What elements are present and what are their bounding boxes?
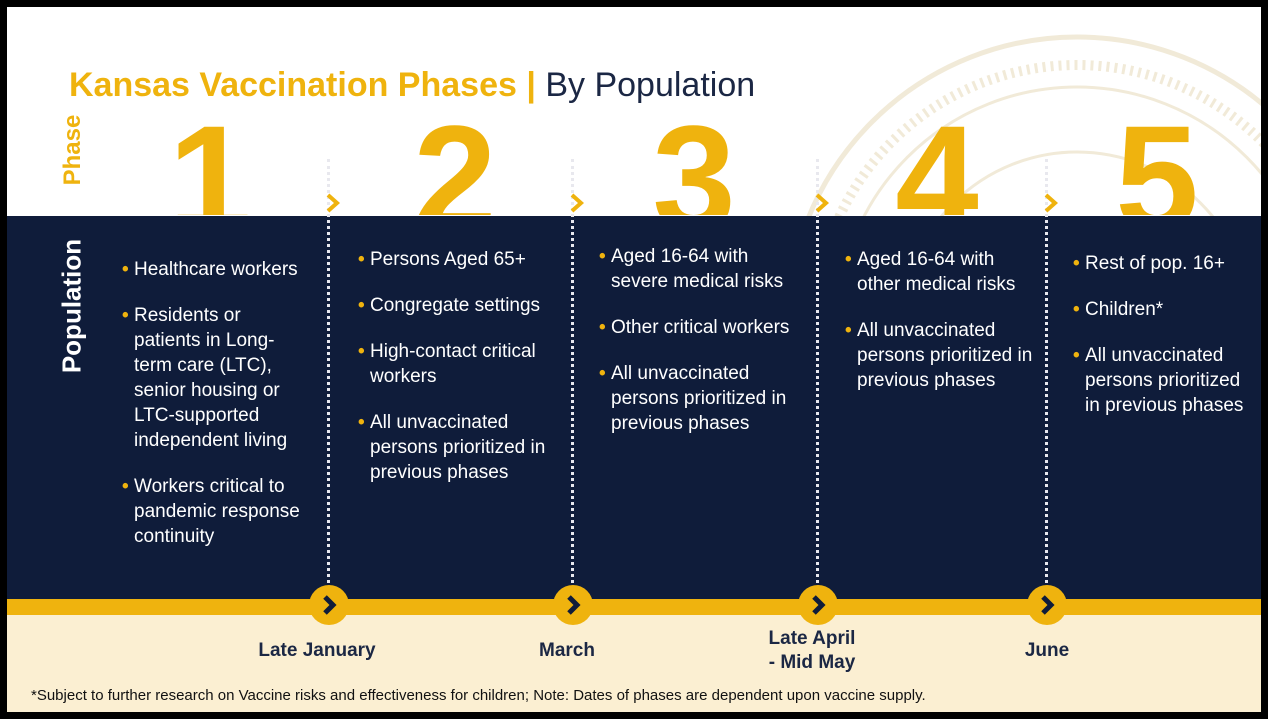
title-main: Kansas Vaccination Phases bbox=[69, 66, 517, 104]
timeline-marker-4 bbox=[1027, 585, 1067, 625]
population-label-text: Population bbox=[56, 238, 87, 374]
phase-number-1: 1 bbox=[168, 103, 252, 215]
timeline-marker-3 bbox=[798, 585, 838, 625]
phase-1-population: •Healthcare workers •Residents or patien… bbox=[122, 257, 312, 570]
phase-2-population: •Persons Aged 65+ •Congregate settings •… bbox=[358, 247, 558, 506]
title-separator: | bbox=[526, 66, 536, 104]
timeline-marker-1 bbox=[309, 585, 349, 625]
title-sub: By Population bbox=[545, 66, 756, 104]
list-item: •Rest of pop. 16+ bbox=[1073, 253, 1225, 274]
population-panel bbox=[7, 216, 1261, 599]
phase-divider-2 bbox=[571, 159, 574, 595]
chevron-right-icon bbox=[567, 595, 581, 615]
phase-label-text: Phase bbox=[59, 114, 86, 186]
list-item: •All unvaccinated persons prioritized in… bbox=[599, 363, 787, 434]
phase-5-population: •Rest of pop. 16+ •Children* •All unvacc… bbox=[1073, 251, 1253, 439]
chevron-right-icon bbox=[815, 193, 830, 213]
phase-number-4: 4 bbox=[895, 103, 979, 215]
date-late-january: Late January bbox=[258, 640, 376, 661]
phase-4-population: •Aged 16-64 with other medical risks •Al… bbox=[845, 247, 1035, 414]
list-item: •All unvaccinated persons prioritized in… bbox=[1073, 345, 1244, 416]
list-item: •Other critical workers bbox=[599, 317, 790, 338]
page-title: Kansas Vaccination Phases | By Populatio… bbox=[69, 65, 755, 105]
list-item: •High-contact critical workers bbox=[358, 341, 536, 387]
date-march: March bbox=[539, 640, 595, 661]
phase-number-2: 2 bbox=[413, 103, 497, 215]
list-item: •Children* bbox=[1073, 299, 1164, 320]
list-item: •Workers critical to pandemic response c… bbox=[122, 476, 300, 547]
list-item: •All unvaccinated persons prioritized in… bbox=[358, 412, 546, 483]
infographic: Kansas Vaccination Phases | By Populatio… bbox=[7, 7, 1261, 712]
date-june: June bbox=[1024, 640, 1070, 661]
list-item: •Residents or patients in Long-term care… bbox=[122, 305, 288, 451]
list-item: •Aged 16-64 with other medical risks bbox=[845, 249, 1016, 295]
chevron-right-icon bbox=[812, 595, 826, 615]
chevron-right-icon bbox=[1041, 595, 1055, 615]
list-item: •Persons Aged 65+ bbox=[358, 249, 526, 270]
phase-divider-4 bbox=[1045, 159, 1048, 595]
phase-number-3: 3 bbox=[652, 103, 736, 215]
timeline-bar bbox=[7, 599, 1261, 615]
chevron-right-icon bbox=[326, 193, 341, 213]
timeline-marker-2 bbox=[553, 585, 593, 625]
footnote: *Subject to further research on Vaccine … bbox=[31, 687, 926, 704]
phase-number-5: 5 bbox=[1115, 103, 1199, 215]
list-item: •Aged 16-64 with severe medical risks bbox=[599, 246, 784, 292]
phase-divider-1 bbox=[327, 159, 330, 595]
phase-3-population: •Aged 16-64 with severe medical risks •O… bbox=[599, 244, 804, 457]
chevron-right-icon bbox=[570, 193, 585, 213]
phase-axis-label: Phase bbox=[53, 105, 93, 195]
list-item: •Healthcare workers bbox=[122, 259, 298, 280]
population-axis-label: Population bbox=[47, 216, 97, 396]
date-late-april: Late April - Mid May bbox=[768, 628, 856, 673]
phase-divider-3 bbox=[816, 159, 819, 595]
timeline-background bbox=[7, 615, 1261, 712]
list-item: •Congregate settings bbox=[358, 295, 541, 316]
list-item: •All unvaccinated persons prioritized in… bbox=[845, 320, 1033, 391]
chevron-right-icon bbox=[1044, 193, 1059, 213]
chevron-right-icon bbox=[323, 595, 337, 615]
